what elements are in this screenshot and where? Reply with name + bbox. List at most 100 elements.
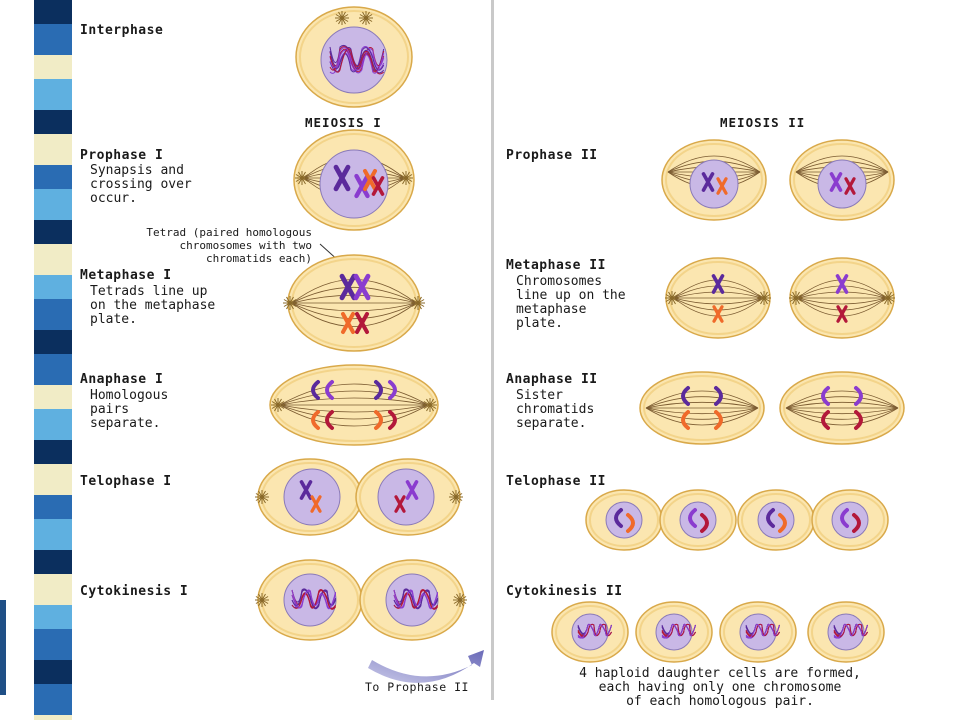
to-prophase-2-label: To Prophase II: [365, 680, 469, 694]
final-caption: 4 haploid daughter cells are formed, eac…: [579, 666, 861, 709]
stripe-block: [34, 79, 72, 110]
label-metaphase-2: Metaphase II: [506, 258, 606, 273]
stripe-block: [34, 684, 72, 715]
centrosome-aster: [423, 398, 437, 412]
cell-telophase-2-4: [811, 489, 889, 551]
centrosome-aster: [255, 490, 269, 504]
stripe-block: [34, 464, 72, 495]
centrosome-aster: [757, 291, 771, 305]
desc-prophase-1: Synapsis and crossing over occur.: [90, 163, 192, 206]
spindle-fibers: [645, 390, 759, 426]
separating-chromosome: [854, 410, 863, 430]
separating-chromosome: [681, 386, 690, 406]
separating-chromosome: [714, 410, 723, 430]
label-cytokinesis-1: Cytokinesis I: [80, 584, 189, 599]
centrosome-aster: [255, 593, 269, 607]
cell-metaphase-2-1: [665, 257, 771, 339]
stripe-block: [34, 165, 72, 189]
cell-artwork: [255, 6, 905, 683]
nucleus: [679, 501, 717, 539]
cell-cytokinesis-1-left: [255, 559, 363, 641]
separating-chromosome: [852, 513, 861, 533]
separating-chromosome: [325, 410, 334, 430]
separating-chromosome: [700, 513, 709, 533]
centrosome-aster: [789, 291, 803, 305]
centrosome-aster: [449, 490, 463, 504]
separating-chromosome: [821, 410, 830, 430]
cell-telophase-2-2: [659, 489, 737, 551]
stripe-block: [34, 574, 72, 605]
chromatin-tangle: [745, 623, 780, 639]
spindle-fibers: [279, 383, 429, 427]
cell-anaphase-2-2: [779, 371, 905, 445]
stripe-block: [34, 110, 72, 134]
stripe-block: [34, 189, 72, 220]
cell-prophase-1: [293, 129, 415, 231]
meiosis-diagram: MEIOSIS I MEIOSIS II Interphase Prophase…: [72, 0, 960, 720]
desc-metaphase-2: Chromosomes line up on the metaphase pla…: [516, 274, 626, 331]
separating-chromosome: [854, 386, 863, 406]
nucleus: [655, 613, 693, 651]
stripe-block: [34, 55, 72, 79]
cell-telophase-2-3: [737, 489, 815, 551]
nucleus: [831, 501, 869, 539]
cell-interphase: [295, 6, 413, 108]
chromosome: [299, 480, 313, 500]
stripe-block: [34, 519, 72, 550]
stripe-block: [34, 24, 72, 55]
chromosome: [339, 273, 357, 301]
cell-prophase-2-1: [661, 139, 767, 221]
label-prophase-2: Prophase II: [506, 148, 598, 163]
cell-cytokinesis-2-1: [551, 601, 629, 663]
cell-cytokinesis-2-2: [635, 601, 713, 663]
nucleus: [283, 573, 337, 627]
separating-chromosome: [388, 410, 397, 430]
stripe-block: [34, 244, 72, 275]
separating-chromosome: [681, 410, 690, 430]
chromosome: [844, 177, 856, 195]
centrosome-aster: [411, 296, 425, 310]
chromosome: [701, 172, 715, 192]
cell-cytokinesis-2-3: [719, 601, 797, 663]
stripe-block: [34, 275, 72, 299]
nucleus: [385, 573, 439, 627]
centrosome-aster: [881, 291, 895, 305]
centrosome-aster: [283, 296, 297, 310]
stripe-block: [34, 715, 72, 720]
desc-anaphase-1: Homologous pairs separate.: [90, 388, 169, 431]
label-interphase: Interphase: [80, 23, 164, 38]
centrosome-aster: [453, 593, 467, 607]
chromosome: [711, 274, 725, 294]
chromatin-tangle: [833, 623, 868, 639]
chromosome: [353, 273, 371, 301]
meiosis-1-header: MEIOSIS I: [305, 115, 382, 130]
chromosome: [363, 169, 377, 191]
nucleus: [377, 468, 435, 526]
stripe-block: [34, 330, 72, 354]
chromatin-tangle: [291, 588, 337, 610]
chromosome: [355, 312, 369, 334]
separating-chromosome: [821, 386, 830, 406]
cell-cytokinesis-1-right: [359, 559, 467, 641]
label-metaphase-1: Metaphase I: [80, 268, 172, 283]
stripe-block: [34, 385, 72, 409]
spindle-fibers: [797, 279, 887, 317]
nucleus: [605, 501, 643, 539]
separating-chromosome: [614, 508, 623, 528]
spindle-fibers: [785, 390, 899, 426]
cell-prophase-2-2: [789, 139, 895, 221]
nucleus: [827, 613, 865, 651]
stripe-block: [34, 134, 72, 165]
separating-chromosome: [311, 380, 320, 400]
centrosome-aster: [399, 171, 413, 185]
chromatin-tangle: [577, 623, 612, 639]
nucleus: [571, 613, 609, 651]
nucleus: [739, 613, 777, 651]
stripe-block: [34, 220, 72, 244]
chromatin-tangle: [329, 44, 385, 75]
nucleus: [689, 159, 739, 209]
cell-telophase-1-right: [355, 458, 463, 536]
separating-chromosome: [311, 410, 320, 430]
chromosome: [829, 172, 843, 192]
decorative-side-stripe: [0, 0, 72, 720]
